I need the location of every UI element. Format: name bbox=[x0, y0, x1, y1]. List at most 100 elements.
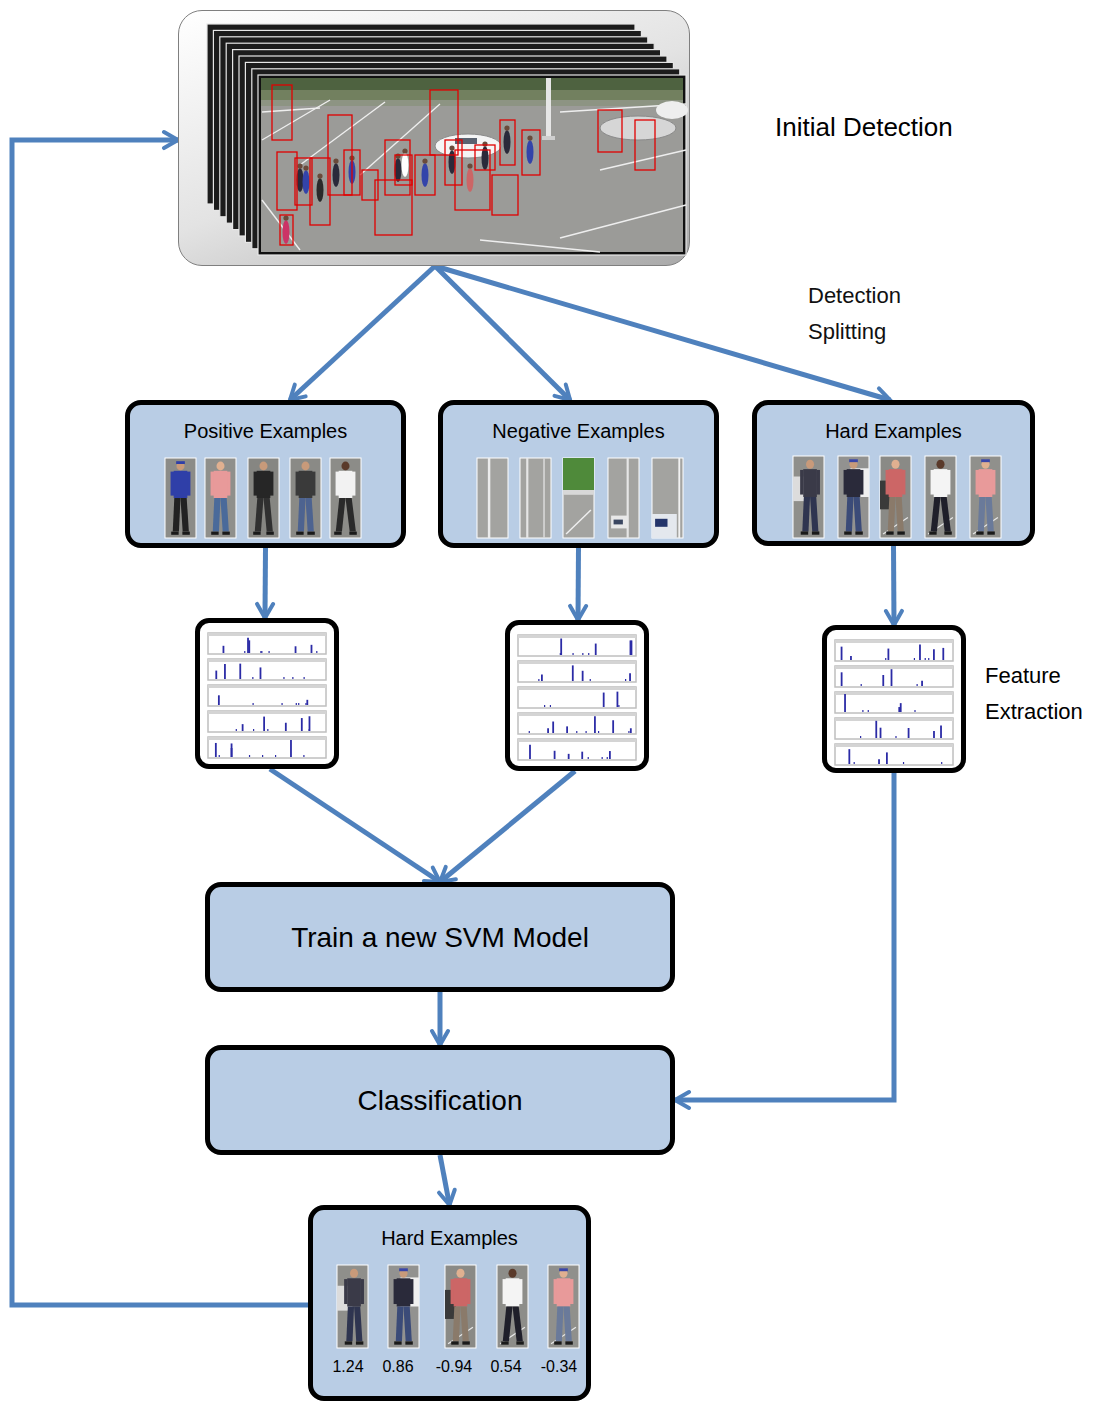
person-leg bbox=[461, 1307, 469, 1342]
figure-group bbox=[518, 635, 636, 760]
detection-box bbox=[500, 120, 515, 165]
histogram-bar bbox=[618, 705, 619, 707]
photo-ground bbox=[205, 458, 236, 538]
box-title: Negative Examples bbox=[443, 419, 714, 444]
histogram-bar bbox=[588, 653, 589, 655]
parking-line bbox=[973, 518, 998, 534]
person-arm bbox=[312, 472, 315, 496]
process-box: Classification bbox=[205, 1045, 675, 1155]
person-leg bbox=[556, 1307, 564, 1342]
detection-box bbox=[522, 130, 540, 175]
person-shoe bbox=[266, 532, 273, 535]
histogram-bar bbox=[316, 651, 317, 653]
person-shoe bbox=[987, 531, 994, 534]
box-title: Hard Examples bbox=[313, 1226, 586, 1251]
histogram-bar bbox=[607, 757, 608, 759]
histogram-bar bbox=[862, 710, 863, 712]
figure-group bbox=[337, 1265, 579, 1348]
histogram-bar bbox=[281, 703, 282, 705]
histogram-bar bbox=[588, 757, 589, 759]
person-leg bbox=[354, 1307, 362, 1342]
car-shape bbox=[656, 101, 688, 119]
person-leg bbox=[181, 498, 189, 532]
grass-strip bbox=[261, 90, 683, 100]
text-slot: Train a new SVM Model bbox=[210, 920, 670, 955]
figure-group bbox=[165, 458, 361, 538]
histogram-bar bbox=[594, 716, 596, 733]
person-cap bbox=[176, 461, 185, 464]
person-shoe bbox=[182, 532, 189, 535]
person-head bbox=[301, 462, 309, 471]
parking-line bbox=[262, 200, 300, 250]
person-cap bbox=[399, 1268, 408, 1271]
histogram-bar bbox=[236, 729, 237, 731]
histogram-bar bbox=[898, 707, 900, 712]
person-leg bbox=[264, 498, 273, 532]
person-head bbox=[891, 460, 899, 469]
person-torso bbox=[934, 469, 948, 497]
histogram-bar bbox=[850, 656, 852, 660]
feature-row bbox=[208, 737, 326, 758]
histogram-bar bbox=[529, 745, 531, 759]
photo-ground bbox=[165, 458, 196, 538]
histogram-bar bbox=[550, 705, 551, 707]
process-box: Train a new SVM Model bbox=[205, 882, 675, 992]
histogram-bar bbox=[244, 651, 245, 653]
person-leg bbox=[503, 1307, 513, 1342]
histogram-bar bbox=[848, 749, 850, 764]
feature-row bbox=[208, 633, 326, 654]
histogram-bar bbox=[925, 658, 926, 660]
score-value: -0.34 bbox=[534, 1357, 584, 1377]
pedestrian bbox=[303, 170, 310, 194]
histogram-bar bbox=[886, 752, 888, 764]
histogram-bar bbox=[908, 728, 910, 738]
photo-ground bbox=[330, 458, 361, 538]
histogram-bar bbox=[304, 677, 305, 679]
person-arm bbox=[227, 472, 230, 496]
figure-group bbox=[208, 633, 326, 758]
histogram-bar bbox=[603, 693, 605, 707]
feature-row bbox=[208, 711, 326, 732]
person-leg bbox=[564, 1307, 572, 1342]
person-shoe bbox=[944, 531, 951, 534]
pedestrian bbox=[422, 158, 427, 163]
pedestrian bbox=[527, 140, 534, 164]
histogram-bar bbox=[303, 755, 304, 757]
person-leg bbox=[213, 498, 221, 532]
person-shoe bbox=[349, 532, 356, 535]
person-leg bbox=[896, 497, 904, 531]
person-head bbox=[849, 460, 857, 469]
histogram-bar bbox=[223, 646, 225, 653]
person-torso bbox=[214, 471, 228, 498]
score-value: 0.54 bbox=[481, 1357, 531, 1377]
feature-row-edge bbox=[208, 685, 326, 688]
person-torso bbox=[257, 471, 271, 498]
person-torso bbox=[557, 1278, 571, 1306]
histogram-bar bbox=[267, 729, 268, 731]
histogram-bar bbox=[249, 755, 250, 757]
histogram-bar bbox=[630, 640, 632, 655]
photo-ground bbox=[970, 456, 1001, 538]
person-leg bbox=[802, 497, 810, 531]
detection-box bbox=[277, 152, 297, 210]
histogram-bar bbox=[295, 646, 297, 653]
pedestrian bbox=[482, 141, 487, 146]
text-slot: Initial Detection bbox=[775, 111, 1025, 144]
person-arm bbox=[211, 472, 214, 496]
person-shoe bbox=[897, 531, 904, 534]
histogram-bar bbox=[248, 640, 250, 653]
person-arm bbox=[800, 470, 803, 495]
parking-line bbox=[448, 1327, 473, 1344]
person-arm bbox=[336, 472, 339, 496]
person-shoe bbox=[296, 532, 303, 535]
histogram-bar bbox=[309, 716, 311, 731]
person-shoe bbox=[844, 531, 851, 534]
photo-ground bbox=[445, 1265, 476, 1348]
histogram-bar bbox=[576, 731, 577, 733]
histogram-bar bbox=[895, 736, 896, 738]
flow-arrow bbox=[262, 548, 268, 618]
feature-row-edge bbox=[208, 711, 326, 714]
person-head bbox=[259, 462, 267, 471]
photo-ground bbox=[880, 456, 911, 538]
example-box: Hard Examples1.240.86-0.940.54-0.34 bbox=[308, 1205, 591, 1401]
